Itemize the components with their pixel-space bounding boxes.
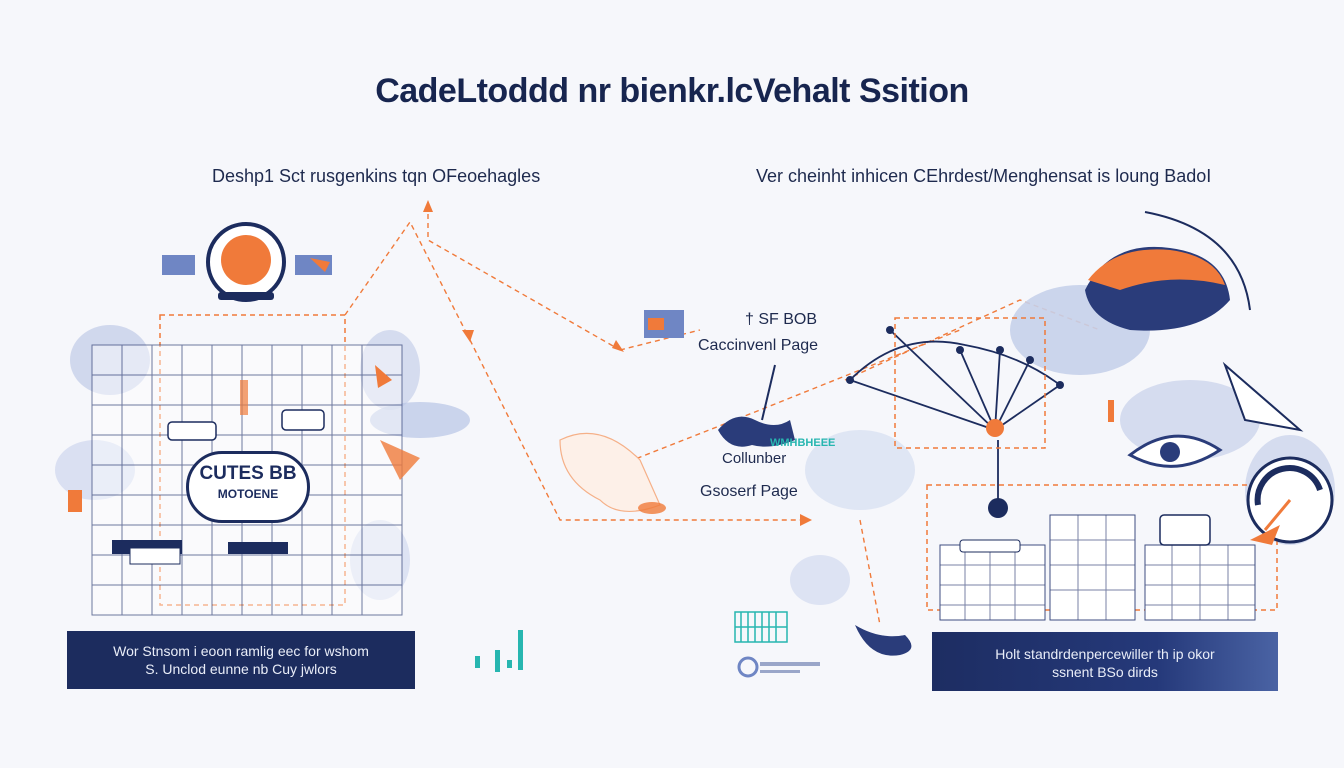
middle-figure: [718, 364, 912, 678]
right-caption-panel: Holt standrdenpercewiller th ip okor ssn…: [932, 632, 1278, 691]
right-caption-line-2: ssnent BSo dirds: [1052, 664, 1158, 680]
right-illustration: [790, 211, 1335, 621]
middle-label-page-2: Gsoserf Page: [700, 483, 798, 500]
connector-arrows: [344, 205, 1101, 626]
left-subtitle: Deshp1 Sct rusgenkins tqn OFeoehagles: [212, 166, 541, 186]
left-illustration: [55, 222, 523, 672]
left-caption-line-1: Wor Stnsom i eoon ramlig eec for wshom: [113, 643, 369, 659]
middle-label-top: † SF BOB: [745, 311, 818, 328]
cutes-badge: CUTES BB MOTOENE: [186, 451, 310, 523]
left-caption-panel: Wor Stnsom i eoon ramlig eec for wshom S…: [67, 631, 415, 689]
right-caption-line-1: Holt standrdenpercewiller th ip okor: [995, 646, 1215, 662]
arrow-heads: [423, 200, 812, 526]
page-title: CadeLtoddd nr bienkr.lcVehalt Ssition: [375, 72, 969, 110]
middle-label-column: Collunber: [722, 450, 787, 467]
right-subtitle: Ver cheinht inhicen CEhrdest/Menghensat …: [756, 166, 1212, 186]
badge-subtitle: MOTOENE: [217, 487, 279, 501]
badge-title: CUTES BB: [199, 463, 297, 484]
middle-label-page: Caccinvenl Page: [698, 337, 819, 354]
middle-label-teal: WMHBHEEE: [770, 437, 836, 449]
left-caption-line-2: S. Unclod eunne nb Cuy jwlors: [145, 661, 337, 677]
